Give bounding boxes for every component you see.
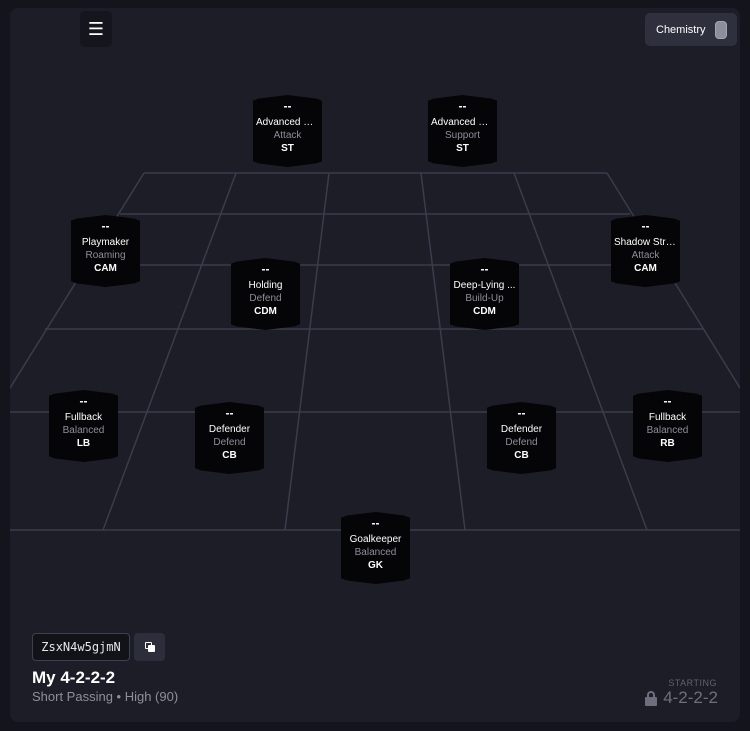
chemistry-toggle-button[interactable]: Chemistry (645, 13, 737, 46)
player-duty: Build-Up (465, 293, 504, 304)
player-role: Defender (500, 424, 543, 435)
starting-formation: 4-2-2-2 (645, 688, 718, 708)
chemistry-label: Chemistry (656, 23, 706, 36)
player-role: Holding (248, 280, 283, 291)
player-rating: -- (371, 516, 380, 530)
player-rating: -- (225, 406, 234, 420)
menu-button[interactable]: ☰ (80, 11, 112, 47)
player-position: CAM (634, 263, 657, 274)
player-duty: Balanced (354, 547, 397, 558)
player-position: CB (222, 450, 237, 461)
player-rating: -- (517, 406, 526, 420)
player-duty: Defend (213, 437, 246, 448)
player-rating: -- (641, 219, 650, 233)
player-rating: -- (101, 219, 110, 233)
starting-label: STARTING (668, 678, 717, 688)
player-rating: -- (458, 99, 467, 113)
player-rating: -- (480, 262, 489, 276)
player-rating: -- (663, 394, 672, 408)
player-duty: Defend (249, 293, 282, 304)
player-role: Deep-Lying ... (453, 280, 516, 291)
player-rating: -- (261, 262, 270, 276)
player-role: Defender (208, 424, 251, 435)
player-duty: Attack (273, 130, 302, 141)
copy-code-button[interactable] (134, 633, 165, 661)
player-duty: Balanced (646, 425, 689, 436)
player-duty: Attack (631, 250, 660, 261)
player-role: Playmaker (81, 237, 130, 248)
player-duty: Support (444, 130, 481, 141)
player-rating: -- (283, 99, 292, 113)
formation-panel: ☰ Chemistry (10, 8, 740, 722)
player-position: CDM (254, 306, 277, 317)
player-position: CDM (473, 306, 496, 317)
player-role: Goalkeeper (349, 534, 402, 545)
formation-subtitle: Short Passing • High (90) (32, 689, 179, 704)
player-position: ST (281, 143, 294, 154)
formation-title: My 4-2-2-2 (32, 668, 116, 687)
share-code-field[interactable]: ZsxN4w5gjmN (32, 633, 130, 661)
player-duty: Balanced (62, 425, 105, 436)
player-position: CB (514, 450, 529, 461)
starting-formation-value: 4-2-2-2 (663, 688, 718, 707)
player-position: ST (456, 143, 469, 154)
player-position: GK (368, 560, 383, 571)
player-role: Fullback (64, 412, 103, 423)
hamburger-menu-icon: ☰ (87, 18, 105, 39)
player-position: LB (76, 438, 91, 449)
player-role: Fullback (648, 412, 687, 423)
player-position: CAM (94, 263, 117, 274)
player-role: Advanced Fo... (431, 117, 494, 128)
player-role: Shadow Strik... (614, 237, 677, 248)
lock-icon (645, 690, 658, 706)
player-role: Advanced Fo... (256, 117, 319, 128)
pitch-grid (10, 172, 740, 531)
player-rating: -- (79, 394, 88, 408)
player-position: RB (660, 438, 675, 449)
player-duty: Roaming (85, 250, 126, 261)
player-duty: Defend (505, 437, 538, 448)
toggle-switch-icon (715, 20, 727, 39)
